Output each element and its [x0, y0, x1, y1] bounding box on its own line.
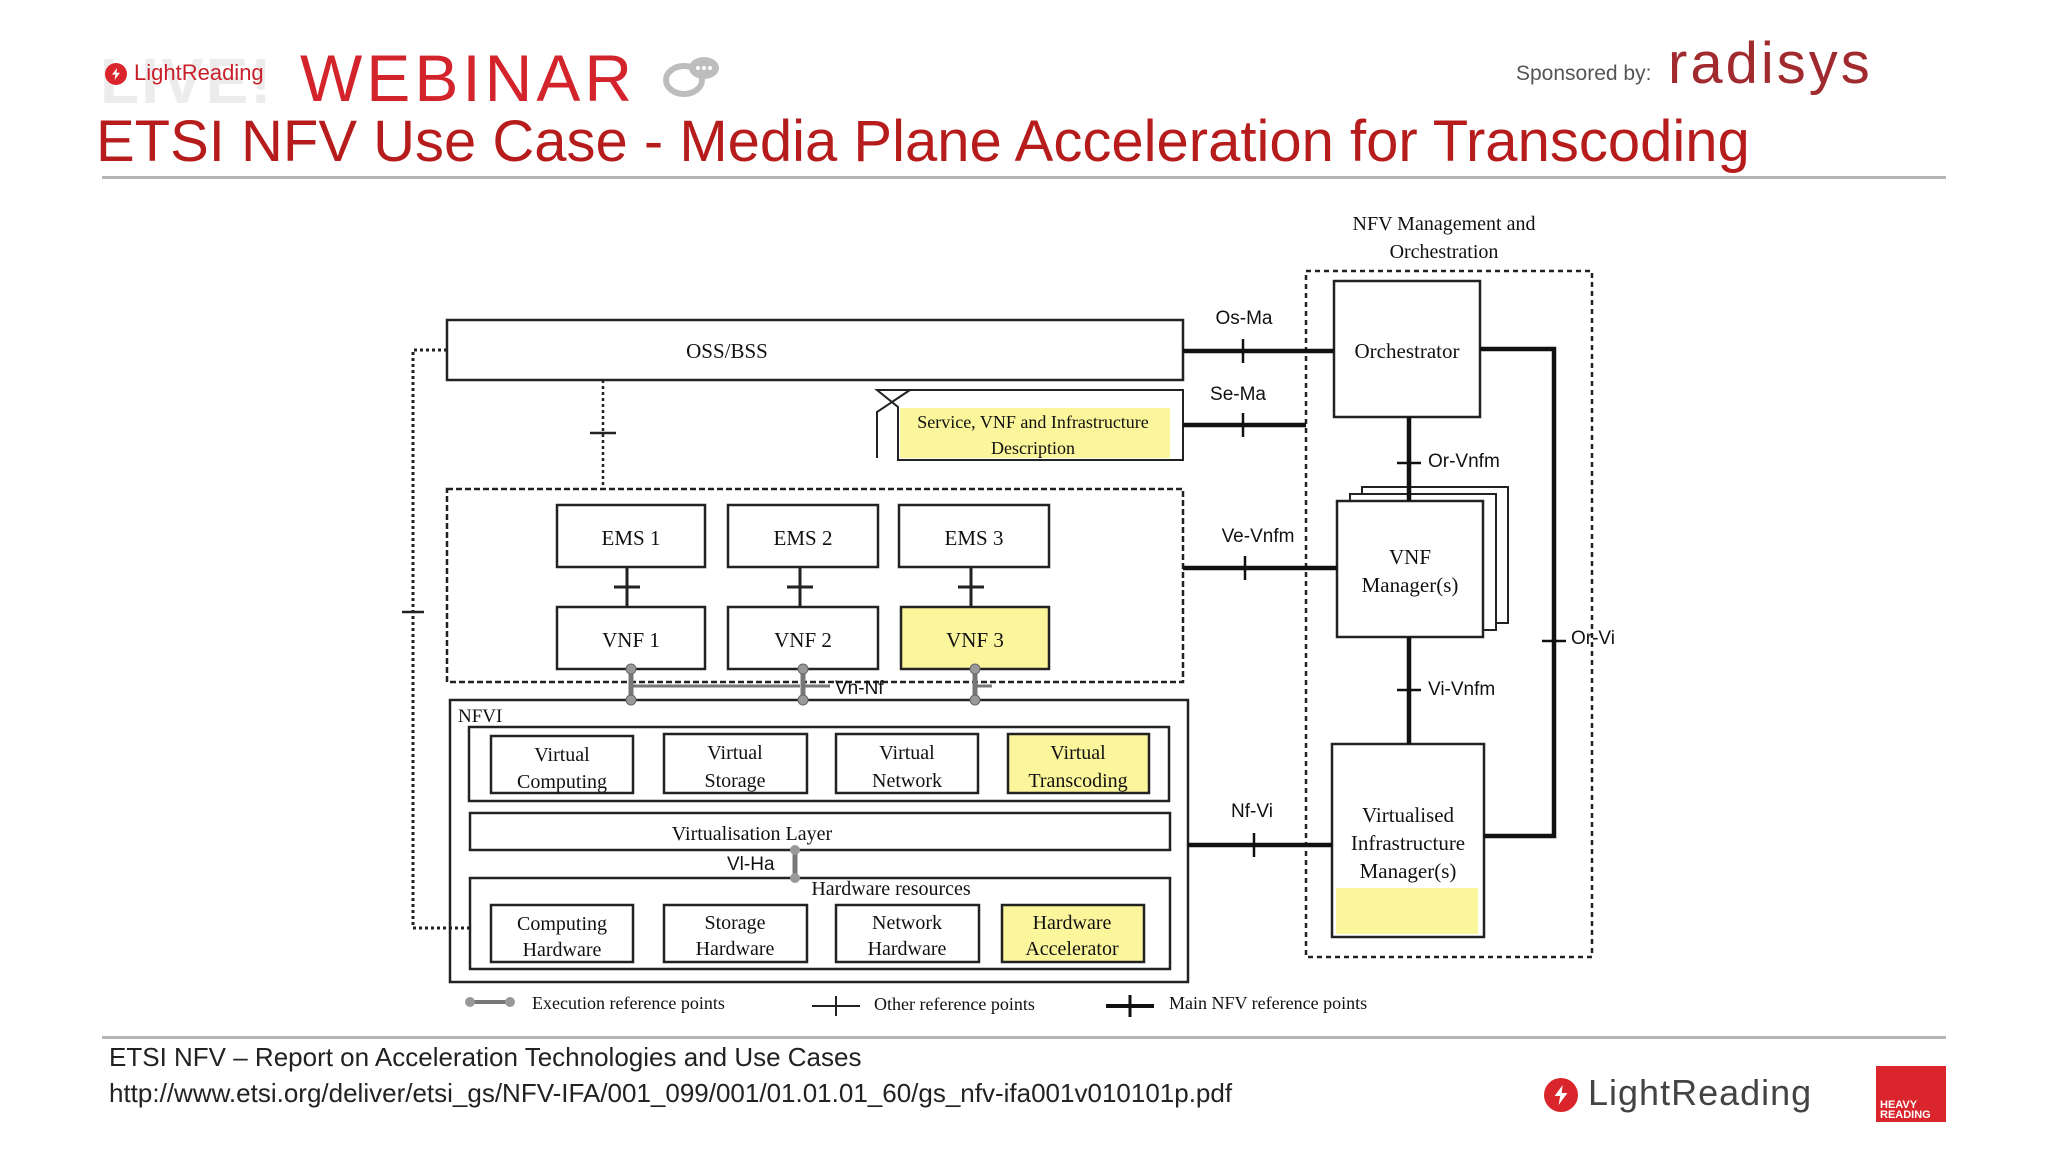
- se-ma-label: Se-Ma: [1210, 384, 1266, 405]
- heavy-reading-line-1: HEAVY: [1880, 1099, 1918, 1111]
- virtual-storage-l1: Virtual: [707, 742, 763, 764]
- title-divider: [102, 176, 1946, 179]
- oss-bss-label: OSS/BSS: [686, 339, 768, 363]
- mano-title-2: Orchestration: [1390, 241, 1499, 263]
- storage-hardware-l2: Hardware: [696, 938, 775, 960]
- lightreading-logo-text: LightReading: [134, 60, 264, 85]
- storage-hardware-box: [662, 903, 809, 964]
- ems-1-label: EMS 1: [602, 526, 661, 550]
- diagram-legend: Execution reference points Other referen…: [465, 993, 1367, 1017]
- hardware-accelerator-box: [1000, 903, 1146, 964]
- virtual-transcoding-l1: Virtual: [1050, 742, 1106, 764]
- nf-vi-label: Nf-Vi: [1231, 801, 1273, 822]
- virtual-transcoding-box: [1006, 732, 1151, 795]
- virtual-network-box: [834, 732, 980, 795]
- service-description-line-2: Description: [991, 438, 1075, 458]
- heavy-reading-logo: [1876, 1066, 1946, 1122]
- chat-bubble-icon: [662, 54, 722, 98]
- legend-execution: Execution reference points: [532, 993, 725, 1013]
- footer-bolt-icon: [1544, 1078, 1578, 1112]
- computing-hardware-box: [489, 903, 635, 964]
- mano-title-1: NFV Management and: [1353, 213, 1536, 235]
- vim-line-1: Virtualised: [1362, 803, 1455, 827]
- vn-nf-label: Vn-Nf: [835, 678, 884, 699]
- vim-line-3: Manager(s): [1360, 859, 1457, 883]
- computing-hardware-l1: Computing: [517, 913, 607, 935]
- nfv-architecture-diagram: NFV Management and Orchestration OSS/BSS…: [320, 200, 1700, 1020]
- network-hardware-l2: Hardware: [868, 938, 947, 960]
- sponsor-label: Sponsored by:: [1516, 62, 1652, 85]
- vnf-2-box: [726, 605, 880, 671]
- ve-vnfm-label: Ve-Vnfm: [1222, 526, 1295, 547]
- ems-3-box: [897, 503, 1051, 569]
- network-hardware-l1: Network: [872, 912, 942, 934]
- network-hardware-box: [834, 903, 981, 964]
- os-ma-label: Os-Ma: [1216, 308, 1273, 329]
- vnf-2-label: VNF 2: [774, 628, 832, 652]
- orchestrator-box: [1332, 279, 1482, 419]
- vim-line-2: Infrastructure: [1351, 831, 1465, 855]
- virtualisation-layer-label: Virtualisation Layer: [672, 823, 833, 845]
- virtual-computing-l1: Virtual: [534, 744, 590, 766]
- ems-1-box: [555, 503, 707, 569]
- oss-bss-box: [445, 318, 1185, 382]
- lightreading-bolt-icon: [105, 63, 127, 85]
- vnf-3-label: VNF 3: [946, 628, 1004, 652]
- virtual-computing-l2: Computing: [517, 771, 607, 793]
- live-watermark: LIVE!: [100, 45, 274, 117]
- legend-main: Main NFV reference points: [1169, 993, 1367, 1013]
- virtual-network-l2: Network: [872, 770, 942, 792]
- vnf-domain-container: [445, 487, 1185, 684]
- ems-2-label: EMS 2: [774, 526, 833, 550]
- orchestrator-label: Orchestrator: [1355, 339, 1460, 363]
- service-description-highlight: [900, 408, 1170, 458]
- vl-ha-label: Vl-Ha: [727, 854, 775, 875]
- vi-vnfm-label: Vi-Vnfm: [1428, 679, 1495, 700]
- footer-lightreading-logo: LightReading: [1588, 1072, 1813, 1113]
- nfvi-label: NFVI: [458, 706, 502, 727]
- webinar-logo-text: WEBINAR: [300, 41, 637, 115]
- storage-hardware-l1: Storage: [704, 912, 765, 934]
- vnf-1-label: VNF 1: [602, 628, 660, 652]
- heavy-reading-text: HEAVY READING: [1880, 1099, 1931, 1121]
- vnf-manager-box: [1335, 499, 1485, 639]
- hardware-accelerator-l2: Accelerator: [1025, 938, 1119, 960]
- footer-reference-url[interactable]: http://www.etsi.org/deliver/etsi_gs/NFV-…: [109, 1078, 1233, 1108]
- vnf-3-box: [899, 605, 1051, 671]
- ems-3-label: EMS 3: [945, 526, 1004, 550]
- virtual-computing-box: [489, 734, 635, 795]
- heavy-reading-line-2: READING: [1880, 1109, 1931, 1121]
- vnf-manager-line-1: VNF: [1389, 545, 1431, 569]
- hardware-resources-label: Hardware resources: [811, 878, 971, 900]
- virtual-network-l1: Virtual: [879, 742, 935, 764]
- service-description-line-1: Service, VNF and Infrastructure: [917, 412, 1149, 432]
- vnf-manager-line-2: Manager(s): [1362, 573, 1459, 597]
- legend-other: Other reference points: [874, 994, 1035, 1014]
- ems-2-box: [726, 503, 880, 569]
- virtual-transcoding-l2: Transcoding: [1028, 770, 1127, 792]
- or-vi-label: Or-Vi: [1571, 628, 1615, 649]
- or-vnfm-label: Or-Vnfm: [1428, 451, 1500, 472]
- virtualisation-layer-box: [468, 811, 1172, 852]
- virtual-storage-l2: Storage: [704, 770, 765, 792]
- vim-highlight: [1336, 888, 1478, 934]
- hardware-accelerator-l1: Hardware: [1033, 912, 1112, 934]
- footer-reference-title: ETSI NFV – Report on Acceleration Techno…: [109, 1042, 862, 1072]
- virtual-storage-box: [662, 732, 809, 795]
- footer-divider: [102, 1036, 1946, 1039]
- page-title: ETSI NFV Use Case - Media Plane Accelera…: [96, 109, 1750, 174]
- computing-hardware-l2: Hardware: [523, 939, 602, 961]
- radisys-logo: radisys: [1668, 31, 1873, 96]
